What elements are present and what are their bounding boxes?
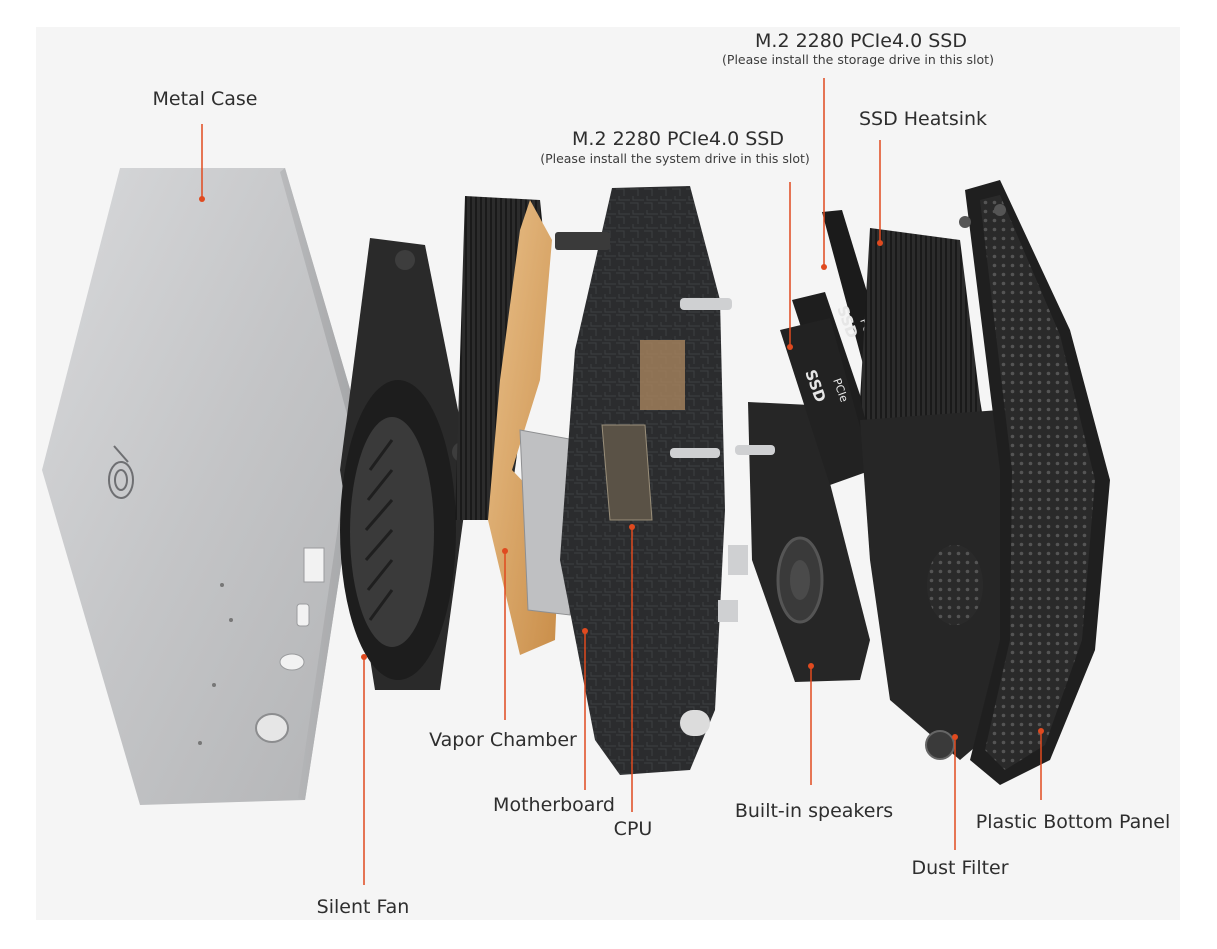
metal-case-part xyxy=(42,168,362,805)
marker-ssd-storage xyxy=(821,264,827,270)
marker-ssd-heatsink xyxy=(877,240,883,246)
label-metal-case: Metal Case xyxy=(152,88,258,110)
marker-bottom-panel xyxy=(1038,728,1044,734)
silent-fan-part xyxy=(340,238,472,690)
motherboard-part xyxy=(555,186,748,775)
leader-lines xyxy=(199,78,1044,885)
marker-metal-case xyxy=(199,196,205,202)
vapor-chamber-part xyxy=(455,196,576,655)
label-silent-fan: Silent Fan xyxy=(316,896,410,918)
label-ssd-system-title: M.2 2280 PCIe4.0 SSD xyxy=(572,128,784,150)
label-cpu: CPU xyxy=(613,818,653,840)
marker-vapor-chamber xyxy=(502,548,508,554)
marker-silent-fan xyxy=(361,654,367,660)
label-ssd-storage-title: M.2 2280 PCIe4.0 SSD xyxy=(755,30,967,52)
case-logo-icon xyxy=(108,445,134,499)
label-built-in-speakers: Built-in speakers xyxy=(734,800,894,822)
marker-cpu xyxy=(629,524,635,530)
label-ssd-system-note: (Please install the system drive in this… xyxy=(540,151,810,166)
label-motherboard: Motherboard xyxy=(493,794,615,816)
label-dust-filter: Dust Filter xyxy=(911,857,1009,879)
label-vapor-chamber: Vapor Chamber xyxy=(429,729,577,751)
label-ssd-heatsink: SSD Heatsink xyxy=(858,108,988,130)
label-plastic-bottom-panel: Plastic Bottom Panel xyxy=(975,811,1171,833)
marker-ssd-system xyxy=(787,344,793,350)
label-ssd-storage-note: (Please install the storage drive in thi… xyxy=(722,52,994,67)
plastic-bottom-panel-part xyxy=(925,180,1110,785)
marker-speakers xyxy=(808,663,814,669)
marker-dust-filter xyxy=(952,734,958,740)
marker-motherboard xyxy=(582,628,588,634)
built-in-speakers-part xyxy=(735,402,870,682)
